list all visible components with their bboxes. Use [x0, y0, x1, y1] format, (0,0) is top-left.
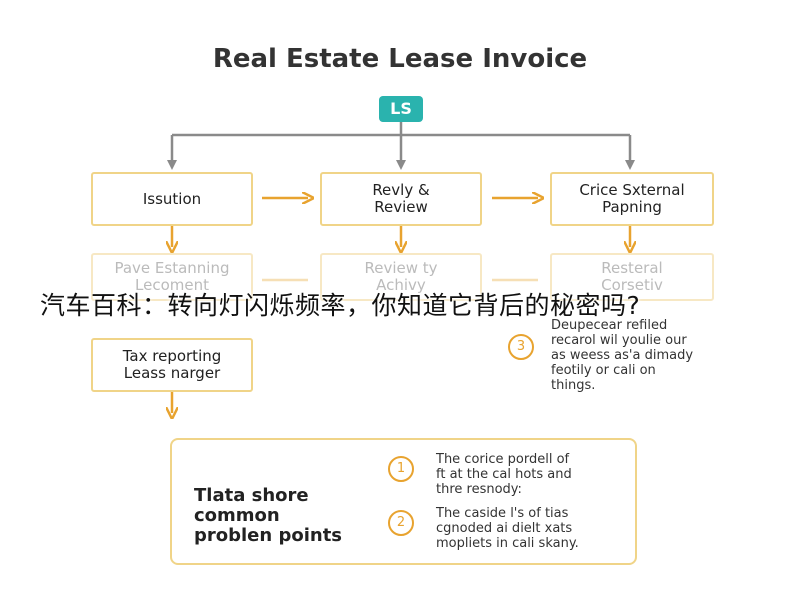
faded-box-1: Pave Estanning Lecoment	[91, 253, 253, 301]
number-badge-3: 3	[508, 334, 534, 360]
problem-points-panel: Tlata shore common problen points 1 The …	[170, 438, 637, 565]
faded-label: Pave Estanning Lecoment	[114, 259, 230, 294]
step-box-external: Crice Sxternal Papning	[550, 172, 714, 226]
step-label: Tax reporting Leass narger	[122, 347, 222, 382]
diagram-title: Real Estate Lease Invoice	[212, 44, 588, 74]
faded-box-2: Review ty Achivy	[320, 253, 482, 301]
step-label: Issution	[142, 189, 202, 208]
number-badge-2: 2	[388, 510, 414, 536]
side-note-text: Deupecear refiled recarol wil youlie our…	[551, 318, 694, 393]
step-label: Revly & Review	[372, 181, 430, 216]
faded-label: Resteral Corsetiv	[601, 259, 663, 294]
step-box-issution: Issution	[91, 172, 253, 226]
step-box-review: Revly & Review	[320, 172, 482, 226]
step-box-tax: Tax reporting Leass narger	[91, 338, 253, 392]
panel-item-1: The corice pordell of ft at the cal hots…	[436, 452, 572, 497]
step-label: Crice Sxternal Papning	[579, 181, 685, 216]
faded-box-3: Resteral Corsetiv	[550, 253, 714, 301]
panel-title: Tlata shore common problen points	[194, 485, 343, 546]
number-badge-1: 1	[388, 456, 414, 482]
panel-item-2: The caside l's of tias cgnoded ai dielt …	[436, 506, 579, 551]
overlay-caption: 汽车百科：转向灯闪烁频率，你知道它背后的秘密吗?	[40, 291, 641, 320]
ls-badge: LS	[379, 96, 423, 122]
faded-label: Review ty Achivy	[364, 259, 438, 294]
